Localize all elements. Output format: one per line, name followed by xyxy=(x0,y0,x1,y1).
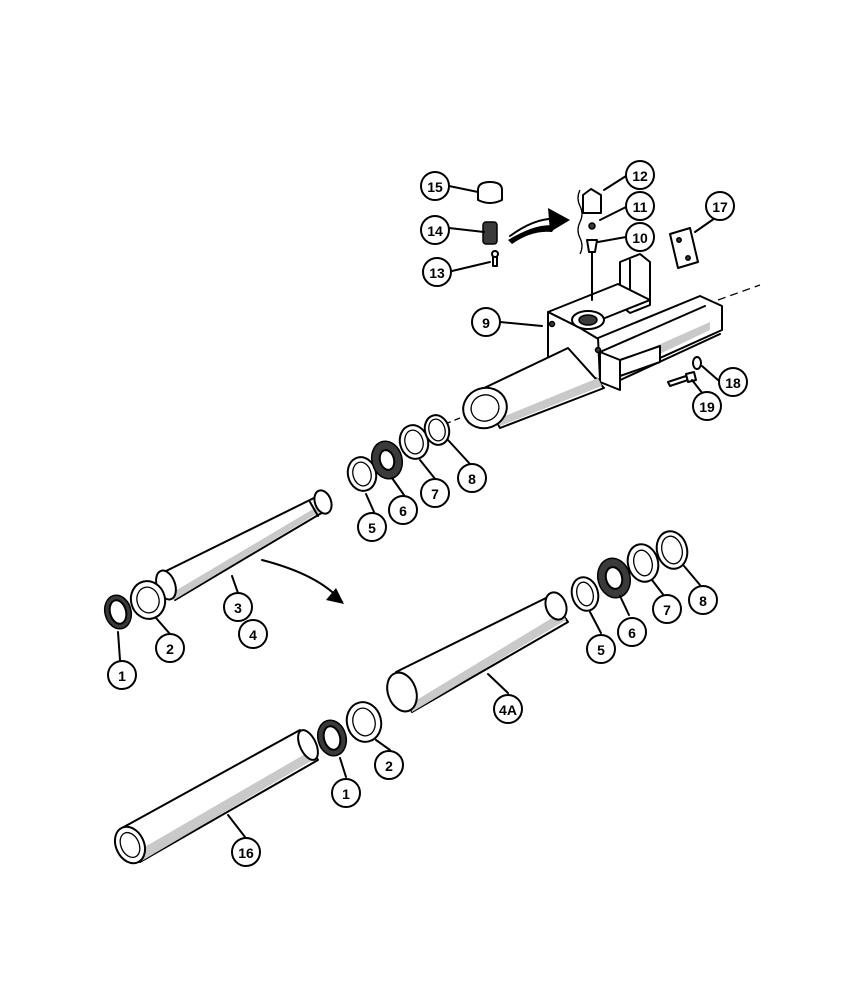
fittings xyxy=(477,181,702,387)
callout-label: 16 xyxy=(238,845,254,861)
callout-4: 4 xyxy=(238,619,268,649)
callout-label: 7 xyxy=(431,486,439,502)
callout-circle xyxy=(625,160,655,190)
callout-label: 4 xyxy=(249,627,257,643)
callout-label: 1 xyxy=(342,786,350,802)
callout-label: 2 xyxy=(385,758,393,774)
callout-circle xyxy=(155,633,185,663)
callout-1: 1 xyxy=(107,660,137,690)
callout-circle xyxy=(625,191,655,221)
callout-circle xyxy=(692,391,722,421)
callout-circle xyxy=(231,837,261,867)
piston-rod-lower xyxy=(386,591,569,713)
callout-2: 2 xyxy=(374,750,404,780)
callout-circle xyxy=(331,778,361,808)
callout-label: 4A xyxy=(499,702,517,718)
callout-16: 16 xyxy=(231,837,261,867)
lower-gland-rings xyxy=(316,701,383,757)
callout-9: 9 xyxy=(471,307,501,337)
callout-13: 13 xyxy=(422,257,452,287)
callout-label: 7 xyxy=(663,602,671,618)
callout-label: 5 xyxy=(597,642,605,658)
callout-circle xyxy=(617,617,647,647)
callout-label: 8 xyxy=(699,593,707,609)
callout-1: 1 xyxy=(331,778,361,808)
callout-10: 10 xyxy=(625,222,655,252)
callout-15: 15 xyxy=(420,171,450,201)
callout-circle xyxy=(420,478,450,508)
callout-label: 18 xyxy=(725,375,741,391)
callout-label: 10 xyxy=(632,230,648,246)
callout-6: 6 xyxy=(617,617,647,647)
callout-7: 7 xyxy=(652,594,682,624)
callout-circle xyxy=(718,367,748,397)
callout-circle xyxy=(471,307,501,337)
callout-label: 5 xyxy=(368,520,376,536)
callout-label: 3 xyxy=(234,600,242,616)
callout-label: 9 xyxy=(482,315,490,331)
callout-12: 12 xyxy=(625,160,655,190)
callout-label: 6 xyxy=(399,503,407,519)
callout-circle xyxy=(357,512,387,542)
callout-7: 7 xyxy=(420,478,450,508)
lower-seal-set xyxy=(570,530,689,612)
callout-3: 3 xyxy=(223,592,253,622)
housing-bracket xyxy=(547,253,761,391)
callout-19: 19 xyxy=(692,391,722,421)
cylinder-barrel-upper xyxy=(444,347,605,430)
callout-label: 2 xyxy=(166,641,174,657)
callout-circle xyxy=(652,594,682,624)
callout-6: 6 xyxy=(388,495,418,525)
callout-label: 8 xyxy=(468,471,476,487)
callout-18: 18 xyxy=(718,367,748,397)
callout-circle xyxy=(457,463,487,493)
callout-5: 5 xyxy=(357,512,387,542)
callout-circle xyxy=(388,495,418,525)
callout-circle xyxy=(238,619,268,649)
callout-label: 17 xyxy=(712,199,728,215)
callout-label: 12 xyxy=(632,168,648,184)
callout-circle xyxy=(420,215,450,245)
callout-4A: 4A xyxy=(493,694,523,724)
callout-2: 2 xyxy=(155,633,185,663)
cylinder-barrel-lower xyxy=(113,729,319,865)
callout-label: 1 xyxy=(118,668,126,684)
callout-label: 15 xyxy=(427,179,443,195)
callout-label: 13 xyxy=(429,265,445,281)
upper-seal-set xyxy=(346,414,451,492)
callout-8: 8 xyxy=(688,585,718,615)
callout-11: 11 xyxy=(625,191,655,221)
callout-circle xyxy=(422,257,452,287)
callout-circle xyxy=(420,171,450,201)
leader-lines xyxy=(117,175,719,838)
callout-circle xyxy=(705,191,735,221)
callout-circle xyxy=(586,634,616,664)
callout-label: 11 xyxy=(633,199,648,215)
callout-circle xyxy=(493,694,523,724)
callout-label: 19 xyxy=(699,399,715,415)
callout-8: 8 xyxy=(457,463,487,493)
callout-circle xyxy=(374,750,404,780)
piston-rod-upper xyxy=(155,489,344,604)
callout-circle xyxy=(625,222,655,252)
callout-label: 14 xyxy=(427,223,443,239)
callout-5: 5 xyxy=(586,634,616,664)
callout-14: 14 xyxy=(420,215,450,245)
callout-circle xyxy=(688,585,718,615)
callout-17: 17 xyxy=(705,191,735,221)
callout-label: 6 xyxy=(628,625,636,641)
callout-circle xyxy=(107,660,137,690)
upper-gland-rings xyxy=(103,580,167,630)
callout-circle xyxy=(223,592,253,622)
